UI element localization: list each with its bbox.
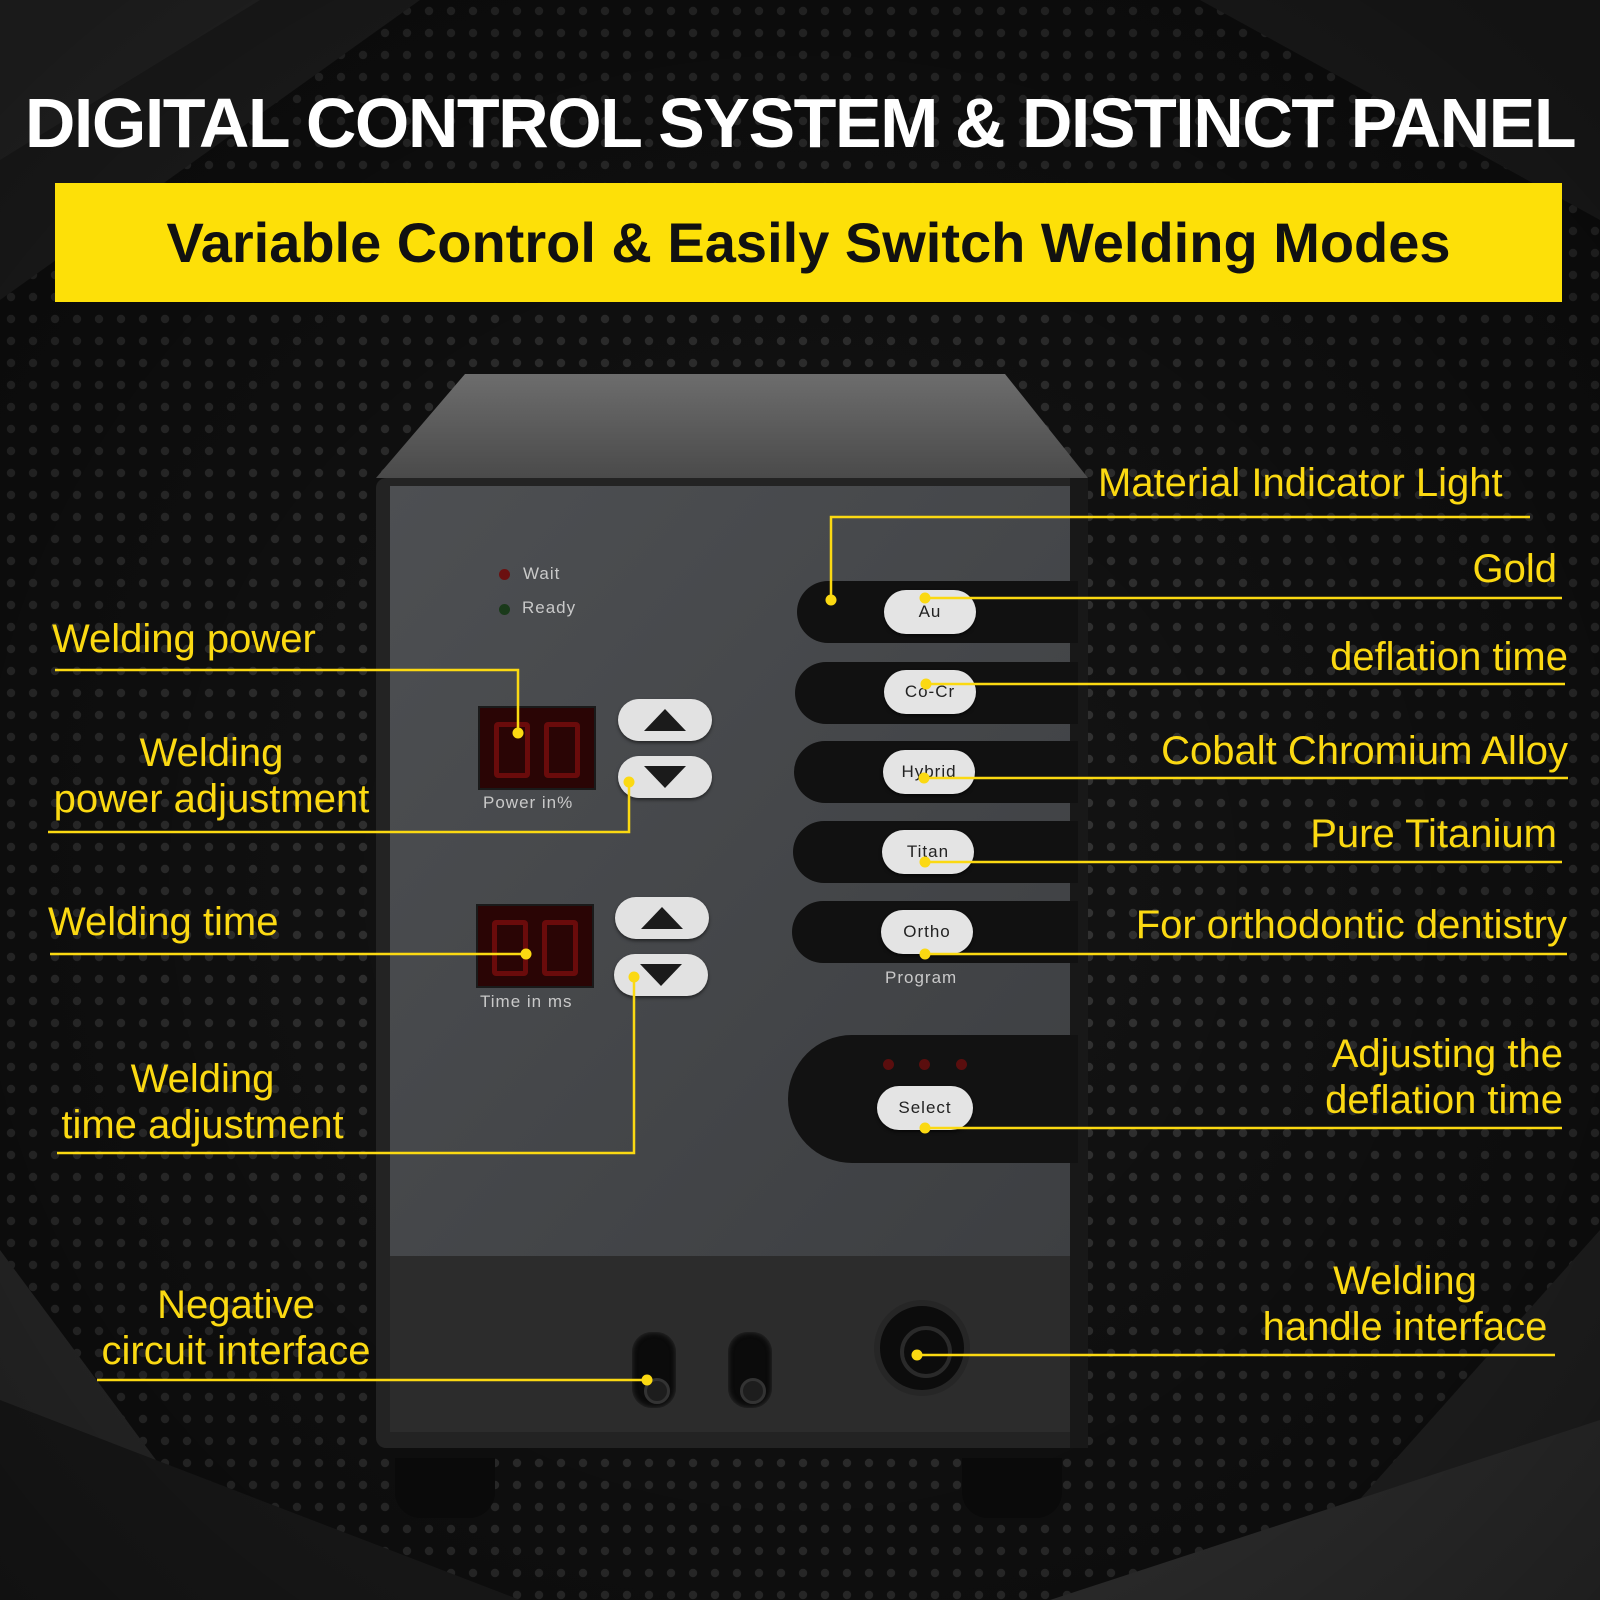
callout-deflation-time: deflation time <box>1330 635 1568 679</box>
ready-led <box>499 604 510 615</box>
right-foot <box>962 1458 1062 1518</box>
callout-ortho: For orthodontic dentistry <box>1135 903 1567 947</box>
callout-time-adjustment-line2: time adjustment <box>61 1103 344 1147</box>
callout-handle-line2: handle interface <box>1262 1305 1548 1349</box>
callout-negative-interface: Negative circuit interface <box>96 1282 376 1374</box>
second-jack[interactable] <box>728 1332 772 1408</box>
negative-jack[interactable] <box>632 1332 676 1408</box>
time-display-label: Time in ms <box>480 992 573 1011</box>
power-display-label: Power in% <box>483 793 574 812</box>
callout-negative-line1: Negative <box>157 1283 315 1327</box>
callout-handle-line1: Welding <box>1333 1259 1477 1303</box>
deflation-led-3 <box>956 1059 967 1070</box>
callout-time-adjustment-line1: Welding <box>130 1057 275 1101</box>
callout-power-adjustment: Welding power adjustment <box>44 730 379 822</box>
callout-adjusting-line1: Adjusting the <box>1331 1032 1563 1076</box>
titan-button[interactable]: Titan <box>882 830 974 874</box>
deflation-led-1 <box>883 1059 894 1070</box>
select-button[interactable]: Select <box>877 1086 973 1130</box>
time-down-button[interactable] <box>614 954 708 996</box>
arrow-up-icon <box>644 709 686 731</box>
time-display <box>476 904 594 988</box>
callout-adjusting-deflation: Adjusting the deflation time <box>1200 1031 1563 1123</box>
au-button[interactable]: Au <box>884 590 976 634</box>
callout-handle-interface: Welding handle interface <box>1250 1258 1560 1350</box>
hybrid-button[interactable]: Hybrid <box>883 750 975 794</box>
handle-connector[interactable] <box>874 1300 970 1396</box>
power-digit-2 <box>544 722 580 778</box>
arrow-down-icon <box>640 964 682 986</box>
subtitle-text: Variable Control & Easily Switch Welding… <box>166 211 1451 274</box>
wait-led <box>499 569 510 580</box>
callout-gold: Gold <box>1472 547 1558 591</box>
headline: DIGITAL CONTROL SYSTEM & DISTINCT PANEL <box>24 84 1577 162</box>
callout-titanium: Pure Titanium <box>1310 812 1557 856</box>
callout-negative-line2: circuit interface <box>101 1329 371 1373</box>
left-foot <box>395 1458 495 1518</box>
callout-cobalt: Cobalt Chromium Alloy <box>1161 729 1568 773</box>
callout-material-indicator: Material Indicator Light <box>1098 461 1503 505</box>
callout-welding-time: Welding time <box>48 900 279 944</box>
time-digit-1 <box>492 920 528 976</box>
callout-power-adjustment-line1: Welding <box>139 731 284 775</box>
callout-adjusting-line2: deflation time <box>1325 1078 1563 1122</box>
time-digit-2 <box>542 920 578 976</box>
cocr-button[interactable]: Co-Cr <box>884 670 976 714</box>
deflation-led-2 <box>919 1059 930 1070</box>
power-display <box>478 706 596 790</box>
arrow-up-icon <box>641 907 683 929</box>
callout-time-adjustment: Welding time adjustment <box>55 1056 350 1148</box>
callout-power-adjustment-line2: power adjustment <box>53 777 370 821</box>
ortho-button[interactable]: Ortho <box>881 910 973 954</box>
power-digit-1 <box>494 722 530 778</box>
ready-label: Ready <box>522 598 577 617</box>
wait-label: Wait <box>523 564 561 583</box>
time-up-button[interactable] <box>615 897 709 939</box>
power-down-button[interactable] <box>618 756 712 798</box>
arrow-down-icon <box>644 766 686 788</box>
subtitle-banner: Variable Control & Easily Switch Welding… <box>55 183 1562 302</box>
program-label: Program <box>885 968 958 987</box>
power-up-button[interactable] <box>618 699 712 741</box>
callout-welding-power: Welding power <box>52 617 316 661</box>
